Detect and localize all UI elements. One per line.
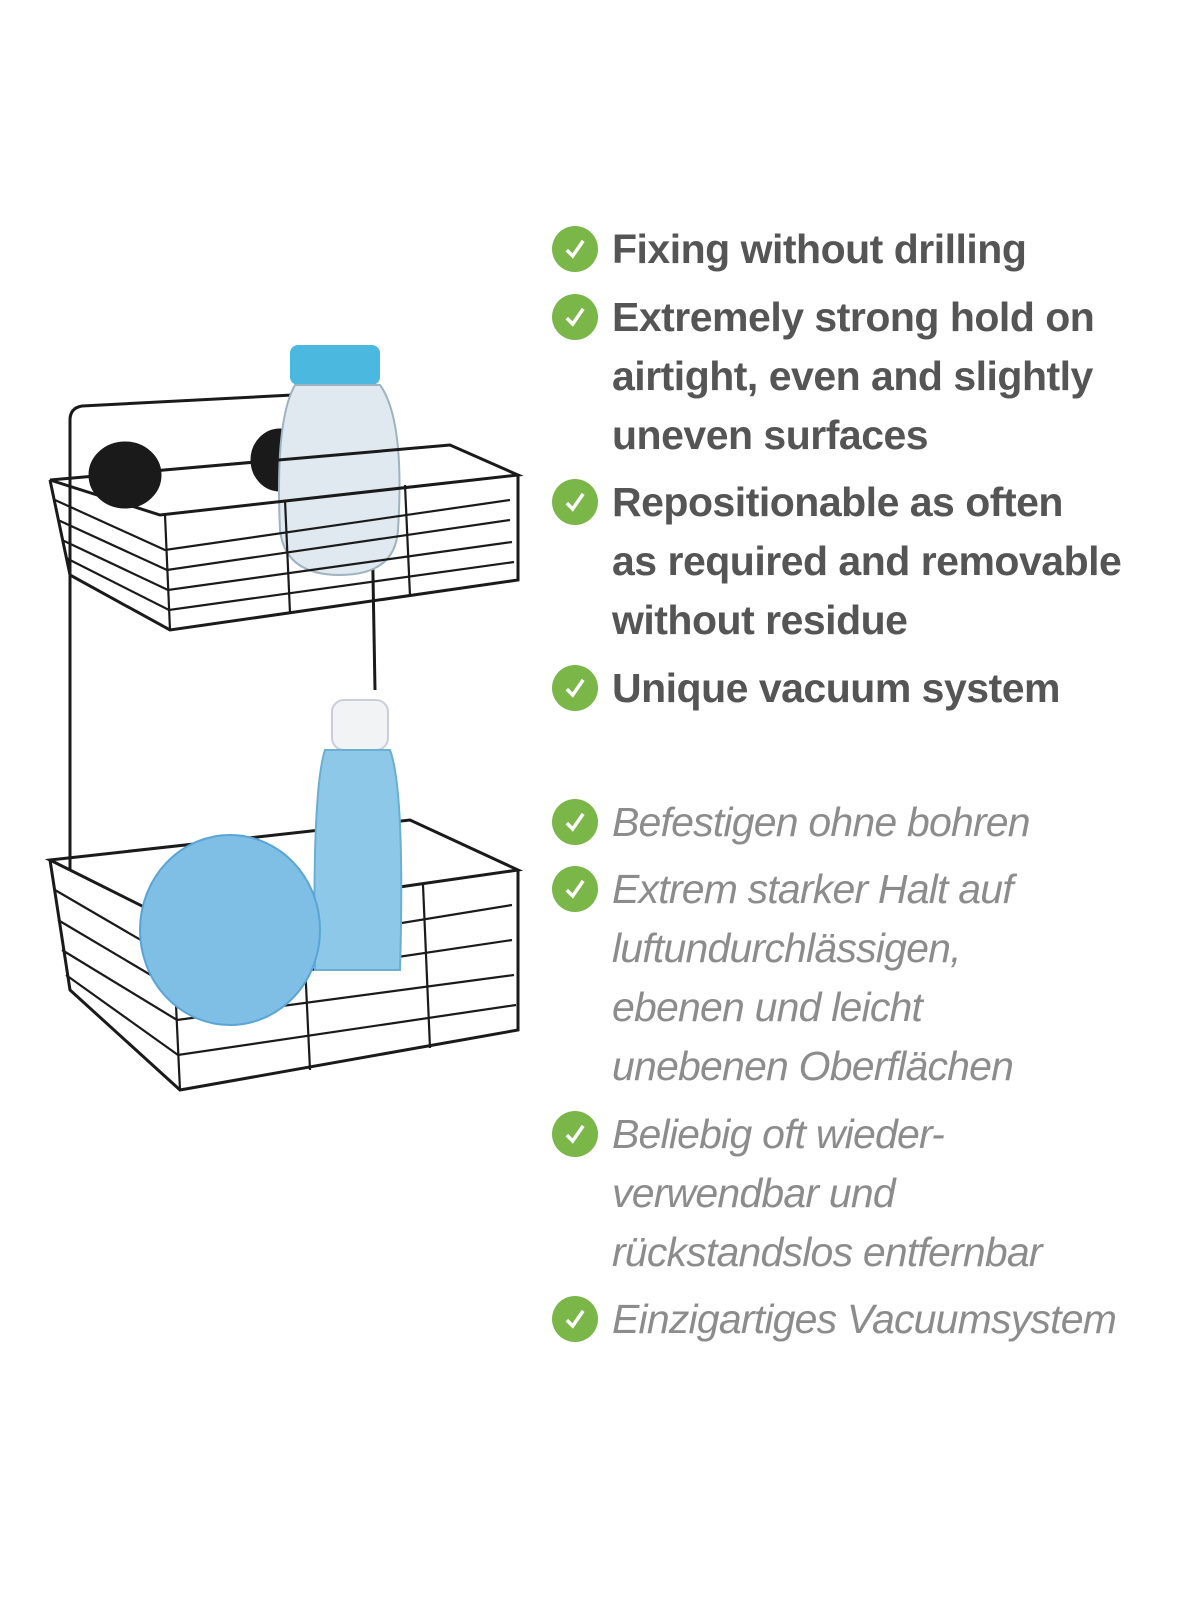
feature-en-1: Fixing without drilling <box>552 220 1192 279</box>
feature-text: uneven surfaces <box>612 412 929 458</box>
feature-text: Extremely strong hold on <box>612 294 1095 340</box>
feature-text: unebenen Oberflächen <box>612 1043 1014 1089</box>
feature-text: Repositionable as often <box>612 479 1063 525</box>
feature-de-1: Befestigen ohne bohren <box>552 793 1192 852</box>
feature-de-4: Einzigartiges Vacuumsystem <box>552 1290 1192 1349</box>
feature-de-2: Extrem starker Halt auf luftundurchlässi… <box>552 860 1192 1096</box>
feature-text: ebenen und leicht <box>612 984 923 1030</box>
check-icon <box>552 799 598 845</box>
check-icon <box>552 665 598 711</box>
feature-en-4: Unique vacuum system <box>552 659 1192 718</box>
check-icon <box>552 866 598 912</box>
feature-text: rückstandslos entfernbar <box>612 1229 1043 1275</box>
feature-text: Fixing without drilling <box>612 226 1027 272</box>
check-icon <box>552 1296 598 1342</box>
feature-text: as required and removable <box>612 538 1122 584</box>
feature-text: Befestigen ohne bohren <box>612 799 1031 845</box>
feature-text: Einzigartiges Vacuumsystem <box>612 1296 1117 1342</box>
check-icon <box>552 479 598 525</box>
feature-en-3: Repositionable as often as required and … <box>552 473 1192 650</box>
product-image-shower-caddy <box>40 330 540 1130</box>
feature-text: verwendbar und <box>612 1170 896 1216</box>
check-icon <box>552 1111 598 1157</box>
feature-text: airtight, even and slightly <box>612 353 1093 399</box>
feature-text: without residue <box>612 597 908 643</box>
check-icon <box>552 294 598 340</box>
feature-en-2: Extremely strong hold on airtight, even … <box>552 288 1192 465</box>
feature-text: luftundurchlässigen, <box>612 925 961 971</box>
feature-text: Unique vacuum system <box>612 665 1061 711</box>
feature-de-3: Beliebig oft wieder- verwendbar und rück… <box>552 1105 1192 1282</box>
feature-text: Extrem starker Halt auf <box>612 866 1014 912</box>
feature-text: Beliebig oft wieder- <box>612 1111 945 1157</box>
check-icon <box>552 226 598 272</box>
